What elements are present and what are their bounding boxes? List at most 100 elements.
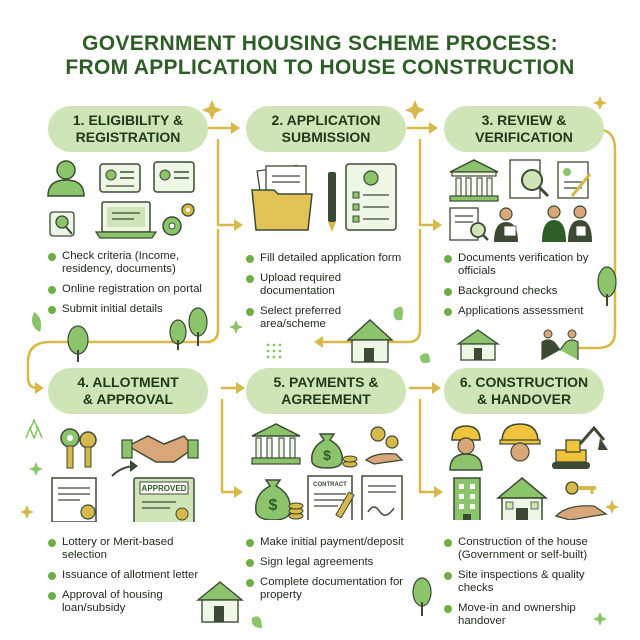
arrowhead-2-3-b: [433, 219, 442, 231]
list-item: Sign legal agreements: [246, 556, 406, 569]
money-bag-icon: $: [255, 479, 304, 520]
svg-text:$: $: [269, 497, 278, 514]
bank-icon: [251, 423, 301, 465]
arrowhead-1-2: [231, 122, 240, 134]
page-title-line-1: GOVERNMENT HOUSING SCHEME PROCESS:: [82, 32, 558, 55]
step-1-title-line-1: 1. ELIGIBILITY &: [72, 112, 184, 128]
contract-icon: CONTRACT: [307, 475, 355, 520]
step-2-title-line-1: 2. APPLICATION: [271, 112, 381, 128]
house-icon: [196, 581, 244, 623]
list-item: Construction of the house (Government or…: [444, 536, 604, 562]
list-item: Complete documentation for property: [246, 576, 406, 602]
arrowhead-2-3: [429, 122, 438, 134]
list-item: Site inspections & quality checks: [444, 569, 604, 595]
gears-icon: [162, 203, 195, 236]
user-icon: [47, 160, 85, 197]
sparkle-icon: [20, 505, 34, 519]
connector-col1-down: [204, 228, 220, 344]
tree-icon: [169, 319, 187, 350]
list-item: Documents verification by officials: [444, 252, 604, 278]
step-5-title-line-1: 5. PAYMENTS &: [273, 374, 379, 390]
laptop-icon: [94, 201, 158, 239]
coin-hand-icon: [364, 426, 404, 465]
step-4-header: 4. ALLOTMENT & APPROVAL: [48, 368, 208, 414]
step-5-icons: $ $ CONTRACT: [251, 423, 404, 520]
handshake-people-icon: [541, 329, 579, 360]
contract-text: CONTRACT: [313, 482, 347, 488]
step-5-bullets: Make initial payment/deposit Sign legal …: [246, 536, 406, 609]
step-1-icons: [47, 160, 195, 239]
step-2-title-line-2: SUBMISSION: [281, 129, 371, 145]
step-2-icons: [251, 163, 397, 232]
page-title-line-2: FROM APPLICATION TO HOUSE CONSTRUCTION: [65, 56, 575, 79]
house-icon: [455, 329, 501, 361]
step-6-icons: [449, 423, 608, 520]
key-hand-icon: [554, 481, 608, 520]
arrowhead-to-4: [35, 382, 44, 394]
step-5-header: 5. PAYMENTS & AGREEMENT: [246, 368, 406, 414]
arrowhead-col2-bottom: [314, 336, 323, 348]
pen-icon: [328, 172, 336, 232]
arrowhead-5-6: [432, 382, 441, 394]
list-item: Lottery or Merit-based selection: [48, 536, 208, 562]
list-item: Select preferred area/scheme: [246, 305, 406, 331]
step-4-icons: APPROVED: [51, 428, 199, 522]
worker-icon: [449, 425, 483, 471]
connector-col2-right: [418, 138, 439, 227]
checklist-form-icon: [345, 163, 397, 231]
sparkle-icon: [605, 500, 619, 514]
connector-5-6-lower: [418, 398, 440, 494]
certificate-icon: [51, 477, 97, 522]
step-4-title-line-2: & APPROVAL: [82, 391, 174, 407]
sparkle-icon: [229, 320, 243, 334]
connector-3-down: [570, 128, 617, 350]
document-search-icon: [449, 207, 489, 241]
government-building-icon: [449, 159, 499, 202]
list-item: Background checks: [444, 285, 604, 298]
folder-icon: [251, 164, 313, 231]
worker-icon: [499, 423, 541, 462]
building-icon: [453, 477, 481, 520]
grass-icon: [25, 417, 43, 441]
step-3-icons: [449, 159, 592, 242]
officials-icon: [494, 205, 592, 242]
step-3-title-line-1: 3. REVIEW &: [481, 112, 567, 128]
step-3-title-line-2: VERIFICATION: [475, 129, 573, 145]
connector-col1-right: [216, 138, 240, 227]
sparkle-icon: [593, 612, 607, 626]
connector-4-5-lower: [220, 398, 240, 494]
step-1-bullets: Check criteria (Income, residency, docum…: [48, 250, 208, 323]
arrow-icon: [111, 460, 138, 477]
dot-grid-decoration: [266, 343, 282, 359]
approved-certificate-icon: APPROVED: [133, 477, 195, 522]
step-2-header: 2. APPLICATION SUBMISSION: [246, 106, 406, 152]
step-3-header: 3. REVIEW & VERIFICATION: [444, 106, 604, 152]
connector-to-step4: [26, 340, 212, 390]
list-item: Approval of housing loan/subsidy: [48, 589, 208, 615]
step-4-title-line-1: 4. ALLOTMENT: [77, 374, 179, 390]
house-icon: [346, 319, 394, 363]
sparkle-icon: [202, 100, 222, 120]
list-item: Online registration on portal: [48, 283, 208, 296]
signed-document-icon: [361, 475, 403, 520]
excavator-icon: [552, 425, 608, 469]
money-bag-icon: $: [311, 433, 358, 469]
svg-text:$: $: [323, 447, 331, 463]
list-item: Issuance of allotment letter: [48, 569, 208, 582]
arrowhead-5-6-b: [434, 486, 443, 498]
house-icon: [495, 477, 549, 520]
handshake-icon: [121, 435, 199, 463]
step-2-bullets: Fill detailed application form Upload re…: [246, 252, 406, 338]
sparkle-icon: [593, 96, 607, 110]
leaf-icon: [251, 616, 262, 628]
tree-icon: [67, 325, 89, 362]
approved-stamp-text: APPROVED: [142, 484, 187, 493]
sparkle-icon: [29, 462, 43, 476]
list-item: Upload required documentation: [246, 272, 406, 298]
leaf-icon: [32, 312, 42, 332]
connector-col2-bottom: [318, 228, 422, 344]
id-card-icon: [153, 161, 195, 193]
step-4-bullets: Lottery or Merit-based selection Issuanc…: [48, 536, 208, 622]
